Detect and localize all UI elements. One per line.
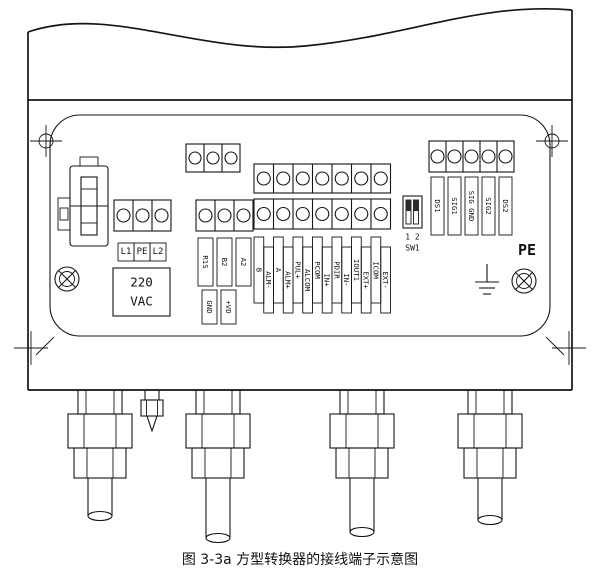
signal-terminal-label: DS1 bbox=[433, 199, 442, 212]
io-terminal-labels: B ALM- A ALM+ PUL+ ALCOM PCOM IN+ PDIR I… bbox=[253, 236, 391, 314]
signal-terminal-label: SIG1 bbox=[450, 197, 459, 215]
aux-terminal-strip bbox=[185, 143, 241, 173]
io-terminal-label: EXT+ bbox=[362, 271, 371, 289]
fuse-holder bbox=[57, 156, 109, 247]
signal-terminal-label: DS2 bbox=[501, 199, 510, 212]
dip-switch-slider-1 bbox=[406, 200, 411, 211]
voltage-label-vac: VAC bbox=[130, 294, 153, 309]
power-terminal-label-l1: L1 bbox=[121, 247, 132, 257]
comm-power-label-vd: +VD bbox=[224, 300, 233, 313]
protective-earth: PE bbox=[475, 241, 536, 295]
power-terminal-strip: L1 PE L2 220 VAC bbox=[112, 199, 172, 317]
vent-plug bbox=[140, 389, 164, 433]
comm-terminal-label-a2: A2 bbox=[239, 258, 248, 267]
comm-power-label-gnd: GND bbox=[205, 300, 214, 313]
cable-gland-2 bbox=[185, 389, 251, 544]
cable-gland-3 bbox=[329, 389, 395, 538]
io-terminal-strip-lower bbox=[253, 198, 392, 230]
cable-1 bbox=[87, 478, 113, 522]
io-terminal-label: B bbox=[254, 268, 263, 273]
io-terminal-label: ALM+ bbox=[284, 271, 293, 289]
io-terminal-label: IOUT1 bbox=[352, 259, 361, 281]
cover-screw-left bbox=[54, 266, 80, 292]
io-terminal-label: A bbox=[274, 268, 283, 273]
cable-4 bbox=[477, 478, 503, 526]
ground-symbol-icon bbox=[475, 264, 499, 295]
dip-switch: 1 2 SW1 bbox=[402, 195, 423, 253]
dip-switch-pin-labels: 1 2 bbox=[405, 233, 420, 242]
signal-terminal-label: SIG GND bbox=[467, 191, 476, 222]
mounting-crosshair-top-left bbox=[30, 125, 62, 157]
figure-caption: 图 3-3a 方型转换器的接线端子示意图 bbox=[182, 551, 418, 568]
io-terminal-label: IN+ bbox=[323, 273, 332, 287]
io-terminal-strip-upper bbox=[253, 163, 392, 194]
cable-gland-1 bbox=[67, 389, 133, 522]
voltage-label-220: 220 bbox=[130, 275, 153, 290]
comm-terminal-label-b2: B2 bbox=[220, 258, 229, 267]
io-terminal-label: EXT- bbox=[381, 271, 390, 289]
cover-screw-right bbox=[511, 268, 537, 294]
mounting-crosshair-bottom-left bbox=[14, 331, 48, 365]
mounting-crosshair-bottom-right bbox=[552, 331, 586, 365]
power-terminal-label-pe: PE bbox=[137, 247, 148, 257]
comm-terminal-strip: R1S B2 A2 GND +VD bbox=[195, 199, 254, 325]
io-terminal-label: ALCOM bbox=[303, 269, 312, 292]
dip-switch-slider-2 bbox=[413, 200, 419, 211]
signal-terminal-strip: DS1 SIG1 SIG GND SIG2 DS2 bbox=[428, 140, 515, 236]
cable-gland-4 bbox=[457, 389, 523, 526]
io-terminal-label: PCOM bbox=[313, 261, 322, 279]
pe-label: PE bbox=[518, 241, 536, 259]
signal-terminal-label: SIG2 bbox=[484, 197, 493, 215]
cable-2 bbox=[205, 478, 231, 544]
cover-plate bbox=[35, 114, 565, 356]
comm-terminal-label-r1s: R1S bbox=[201, 255, 210, 268]
io-terminal-label: ICOM bbox=[371, 261, 380, 279]
enclosure-top-wave bbox=[27, 7, 573, 49]
mounting-crosshair-top-right bbox=[536, 125, 568, 157]
cable-3 bbox=[349, 478, 375, 538]
io-terminal-label: PDIR bbox=[332, 261, 341, 279]
io-terminal-label: PUL+ bbox=[293, 261, 302, 279]
power-terminal-label-l2: L2 bbox=[153, 247, 164, 257]
io-terminal-label: IN- bbox=[342, 273, 351, 286]
dip-switch-name: SW1 bbox=[405, 244, 420, 253]
io-terminal-label: ALM- bbox=[264, 271, 273, 289]
